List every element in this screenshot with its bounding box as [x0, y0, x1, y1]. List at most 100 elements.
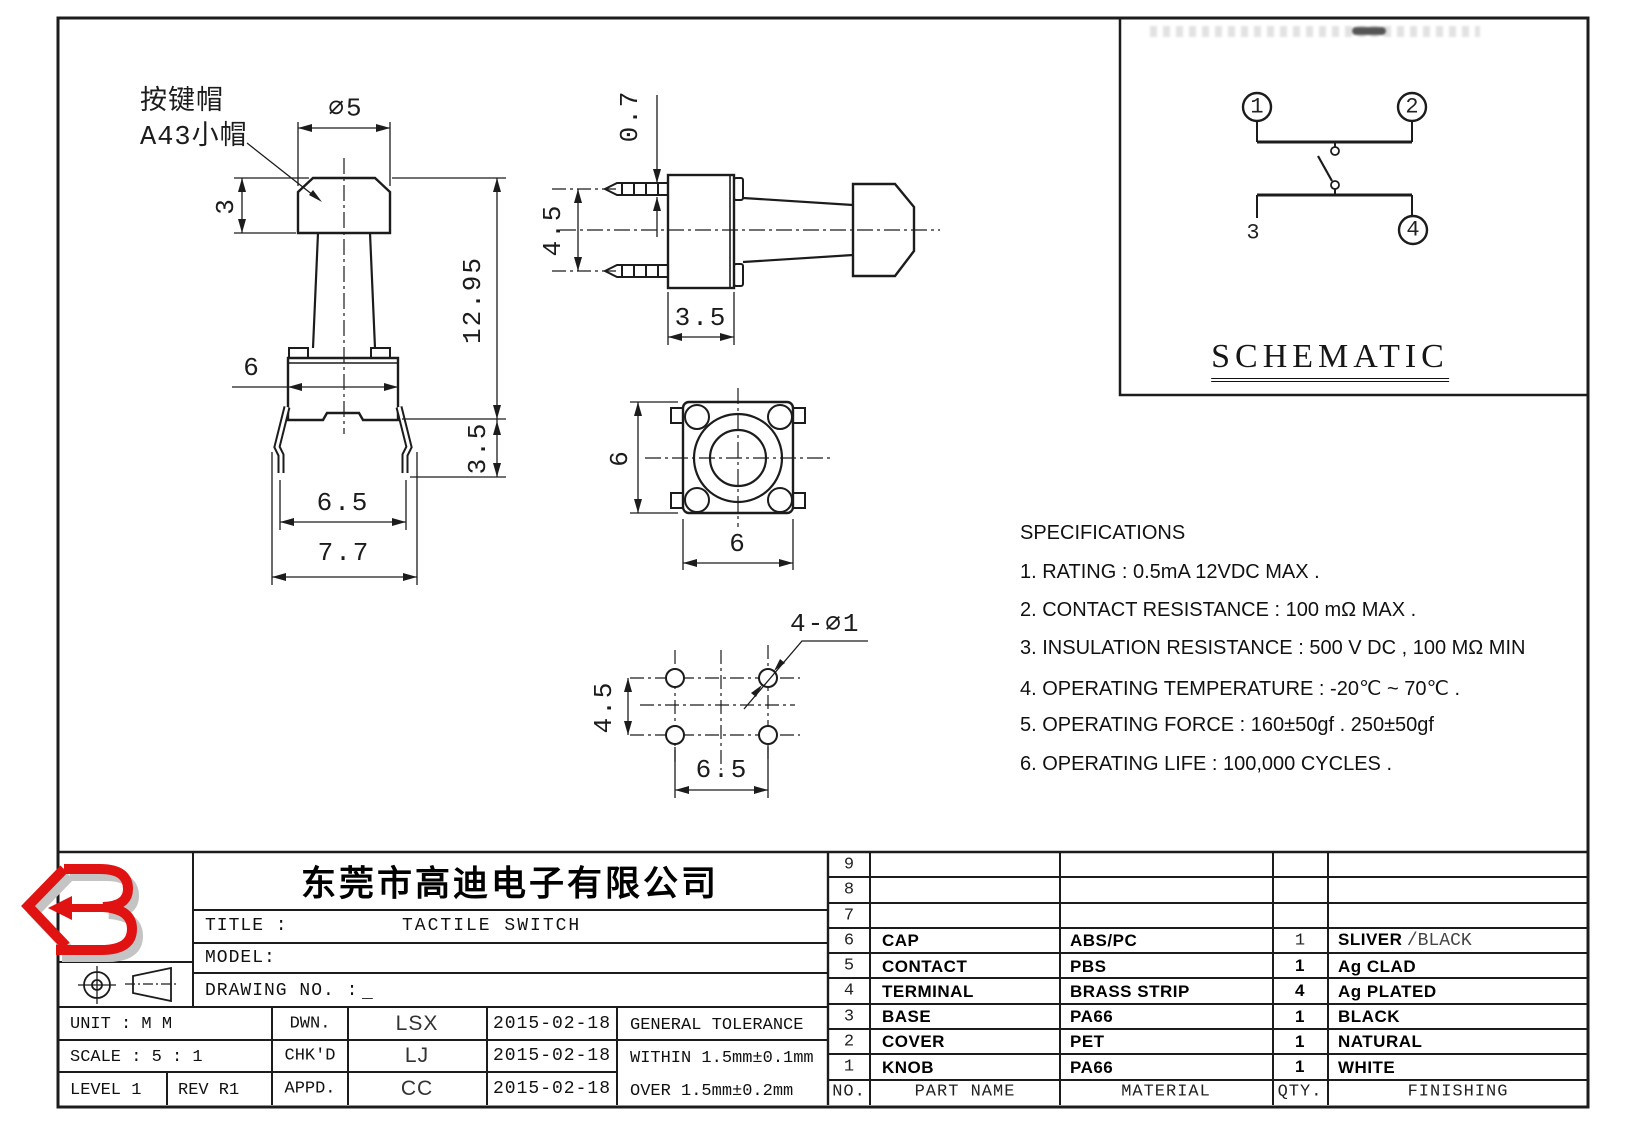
bom-finishing: Ag CLAD: [1338, 957, 1417, 976]
unit-field: UNIT : M M: [70, 1015, 173, 1034]
pin-layout-view: [627, 640, 868, 798]
bom-part-name: KNOB: [882, 1058, 935, 1077]
appd-date: 2015-02-18: [492, 1079, 612, 1099]
schematic-title: SCHEMATIC: [1211, 338, 1449, 382]
chkd-label: CHK'D: [284, 1046, 336, 1066]
company-logo: [21, 864, 144, 962]
bom-row-no: 2: [843, 1032, 855, 1052]
title-block-grid: [58, 850, 1588, 1105]
bom-row-no: 5: [843, 956, 855, 976]
bom-header-part: PART NAME: [914, 1082, 1016, 1102]
appd-label: APPD.: [284, 1079, 336, 1099]
bom-finishing: WHITE: [1338, 1058, 1396, 1077]
bom-qty: 1: [1294, 931, 1306, 951]
spec-item-2: 2. CONTACT RESISTANCE : 100 mΩ MAX .: [1020, 599, 1417, 621]
drawing-no-label: DRAWING NO. :: [205, 981, 359, 1001]
bom-qty: 1: [1295, 1057, 1305, 1076]
dim-leg-height: 3.5: [463, 421, 493, 475]
bom-row-no: 9: [843, 855, 855, 875]
dim-col-pitch: 6.5: [695, 755, 749, 785]
bom-material: PET: [1070, 1032, 1105, 1051]
scale-field: SCALE : 5 : 1: [70, 1048, 203, 1067]
bom-finishing-main: SLIVER: [1338, 930, 1403, 949]
side-view: [552, 95, 940, 345]
dim-foot-span: 6.5: [316, 488, 370, 518]
bom-finishing: SLIVER /BLACK: [1338, 930, 1472, 951]
tolerance-heading: GENERAL TOLERANCE: [630, 1016, 804, 1035]
projection-symbols: [78, 966, 179, 1004]
dim-total-height: 12.95: [458, 255, 488, 345]
drawing-no-value: _: [362, 983, 374, 1003]
dim-base-width: 6: [243, 353, 261, 383]
cap-note-line2: A43小帽: [140, 123, 248, 153]
bom-material: PA66: [1070, 1007, 1114, 1026]
bom-header-material: MATERIAL: [1121, 1082, 1211, 1102]
bom-finishing-alt: /BLACK: [1406, 931, 1472, 951]
dim-pin-thickness: 0.7: [615, 89, 645, 143]
sheet-border: [56, 16, 1590, 1109]
bom-finishing: NATURAL: [1338, 1032, 1423, 1051]
bom-finishing: BLACK: [1338, 1007, 1400, 1026]
spec-item-3: 3. INSULATION RESISTANCE : 500 V DC , 10…: [1020, 637, 1526, 659]
spec-item-1: 1. RATING : 0.5mA 12VDC MAX .: [1020, 561, 1320, 583]
chkd-date: 2015-02-18: [492, 1046, 612, 1066]
bom-finishing: Ag PLATED: [1338, 982, 1437, 1001]
bom-row-no: 1: [843, 1057, 855, 1077]
bom-row-no: 4: [843, 981, 855, 1001]
front-view: [232, 122, 506, 585]
schematic-pin2-label: 2: [1405, 94, 1419, 120]
bom-material: ABS/PC: [1070, 931, 1138, 950]
bom-row-no: 3: [843, 1007, 855, 1027]
bom-part-name: COVER: [882, 1032, 945, 1051]
schematic-pin1-label: 1: [1250, 94, 1264, 120]
spec-item-5: 5. OPERATING FORCE : 160±50gf . 250±50gf: [1020, 714, 1434, 736]
bom-part-name: CONTACT: [882, 957, 968, 976]
schematic-pin3-label: 3: [1246, 220, 1260, 246]
dim-overall-span: 7.7: [317, 538, 371, 568]
bom-part-name: BASE: [882, 1007, 932, 1026]
top-view: [630, 388, 832, 570]
tolerance-over: OVER 1.5mm±0.2mm: [630, 1082, 794, 1101]
model-label: MODEL:: [205, 948, 276, 968]
spec-heading: SPECIFICATIONS: [1020, 522, 1186, 544]
cap-note-line1: 按键帽: [140, 88, 224, 118]
bom-header-qty: QTY.: [1277, 1082, 1323, 1102]
company-name: 东莞市高迪电子有限公司: [300, 864, 720, 904]
dim-row-pitch: 4.5: [589, 680, 619, 734]
tolerance-within: WITHIN 1.5mm±0.1mm: [630, 1049, 814, 1068]
faded-watermark: [1150, 26, 1480, 37]
schematic-box: [1118, 18, 1588, 397]
bom-header-finishing: FINISHING: [1407, 1082, 1509, 1102]
faded-watermark-smudge: [1352, 27, 1386, 35]
dim-cap-width: ∅5: [328, 93, 364, 124]
bom-qty: 1: [1295, 1032, 1305, 1051]
bom-material: BRASS STRIP: [1070, 982, 1190, 1001]
dim-pin-pitch: 4.5: [538, 203, 568, 257]
bom-material: PA66: [1070, 1058, 1114, 1077]
spec-item-4: 4. OPERATING TEMPERATURE : -20℃ ~ 70℃ .: [1020, 678, 1461, 700]
hole-callout: 4-∅1: [790, 609, 861, 639]
dwn-label: DWN.: [289, 1014, 331, 1034]
dim-top-width: 6: [729, 529, 747, 559]
bom-part-name: TERMINAL: [882, 982, 974, 1001]
bom-qty: 4: [1295, 981, 1305, 1000]
rev-field: REV R1: [178, 1081, 240, 1100]
dim-cap-height: 3: [211, 197, 241, 215]
dwn-name: LSX: [395, 1012, 439, 1035]
bom-qty: 1: [1295, 956, 1305, 975]
bom-qty: 1: [1295, 1007, 1305, 1026]
dwn-date: 2015-02-18: [492, 1014, 612, 1034]
title-label: TITLE :: [205, 916, 288, 936]
spec-item-6: 6. OPERATING LIFE : 100,000 CYCLES .: [1020, 753, 1393, 775]
bom-row-no: 8: [843, 880, 855, 900]
title-value: TACTILE SWITCH: [402, 916, 582, 936]
bom-header-no: NO.: [832, 1082, 866, 1102]
bom-row-no: 7: [843, 906, 855, 926]
appd-name: CC: [400, 1077, 434, 1100]
schematic-pin4-label: 4: [1406, 217, 1420, 243]
schematic-circuit: [1241, 91, 1429, 246]
bom-row-no: 6: [843, 931, 855, 951]
dim-base-thickness: 3.5: [674, 303, 728, 333]
